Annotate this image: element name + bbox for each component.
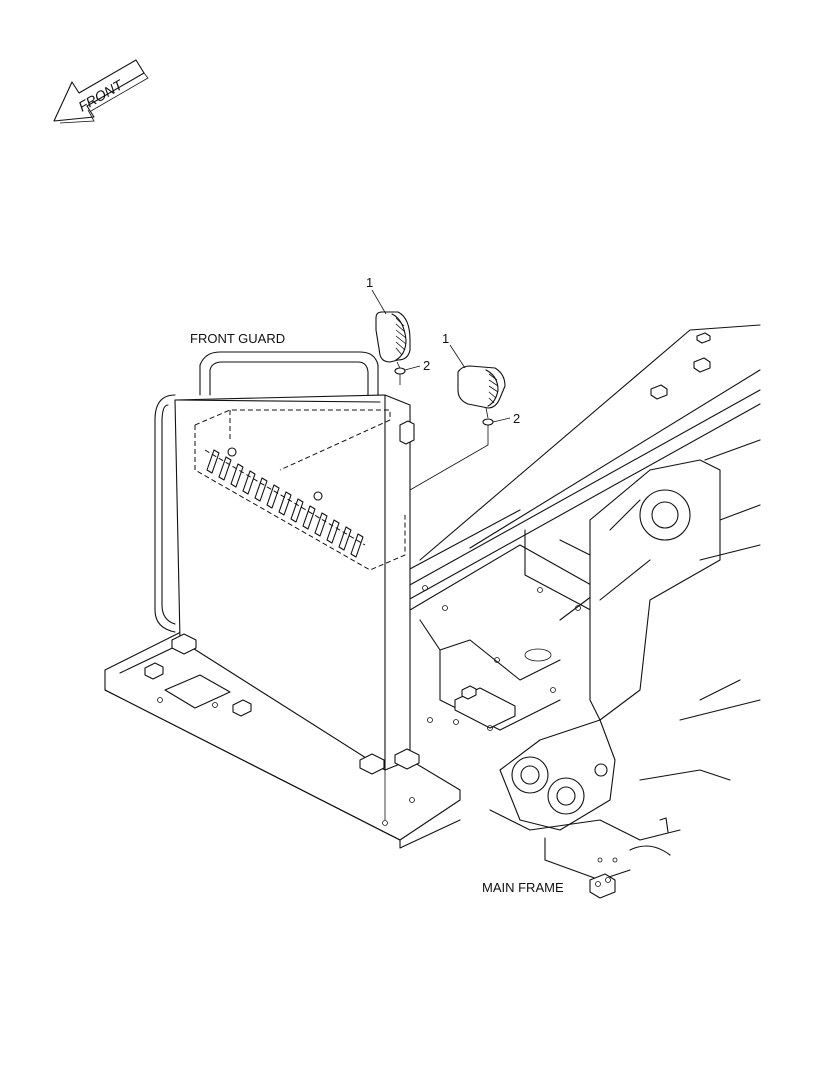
callout-2-right: 2 (513, 411, 520, 426)
work-light-left (375, 311, 411, 369)
main-frame (407, 324, 761, 899)
callout-leader-1-right (449, 344, 466, 369)
callout-1-left: 1 (366, 275, 373, 290)
callout-1-right: 1 (442, 331, 449, 346)
work-light-right (457, 365, 506, 419)
front-direction-arrow-icon: FRONT (53, 59, 149, 124)
front-guard-label: FRONT GUARD (190, 331, 285, 346)
main-frame-label: MAIN FRAME (482, 880, 564, 895)
front-guard-grille (206, 449, 364, 558)
callout-leader-2-right (492, 417, 511, 423)
callout-2-left: 2 (423, 358, 430, 373)
washer-left (394, 367, 406, 385)
callout-leader-1-left (371, 289, 387, 315)
front-guard (104, 351, 461, 849)
washer-right (409, 418, 494, 491)
callout-leader-2-left (404, 365, 421, 371)
